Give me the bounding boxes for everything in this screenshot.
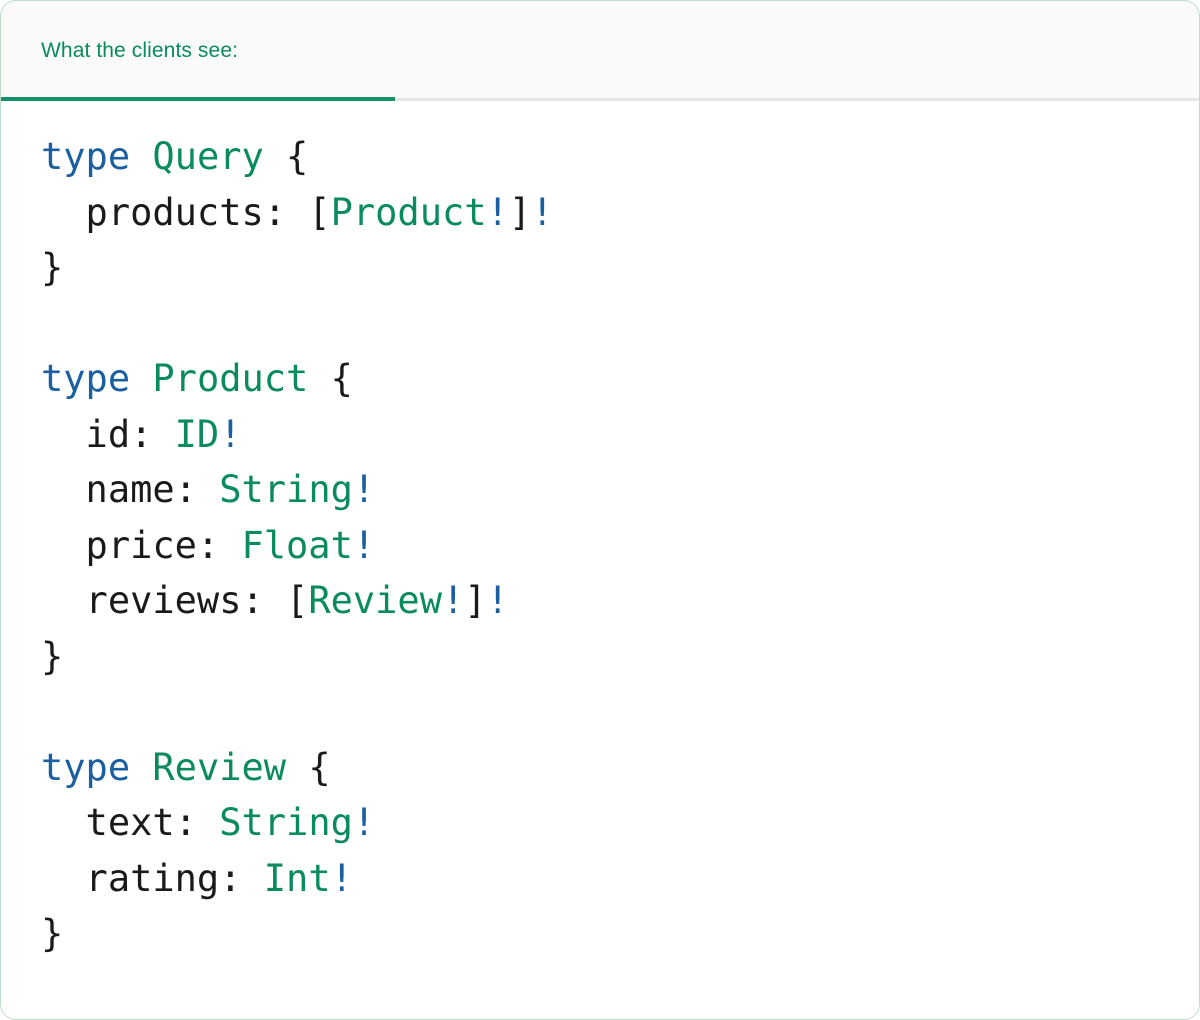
code-line: products: [Product!]! bbox=[41, 185, 1199, 241]
code-line: } bbox=[41, 629, 1199, 685]
code-line: reviews: [Review!]! bbox=[41, 573, 1199, 629]
code-token-type: String bbox=[219, 468, 353, 511]
code-token-punct: ] bbox=[464, 579, 487, 622]
code-token-bang: ! bbox=[486, 579, 509, 622]
code-line bbox=[41, 296, 1199, 352]
code-token-punct bbox=[130, 357, 152, 400]
code-line: price: Float! bbox=[41, 518, 1199, 574]
code-token-punct: } bbox=[41, 246, 64, 289]
code-token-bang: ! bbox=[441, 579, 465, 622]
code-token-bang: ! bbox=[486, 190, 509, 234]
tab-what-the-clients-see[interactable]: What the clients see: bbox=[1, 1, 395, 101]
code-token-punct: reviews: [ bbox=[41, 579, 309, 622]
tab-label: What the clients see: bbox=[41, 39, 239, 62]
code-line: rating: Int! bbox=[41, 851, 1199, 907]
code-token-bang: ! bbox=[531, 190, 554, 234]
code-line: name: String! bbox=[41, 462, 1199, 518]
code-line: type Review { bbox=[41, 740, 1199, 796]
code-token-type: Int bbox=[263, 856, 331, 900]
code-line: id: ID! bbox=[41, 407, 1199, 463]
code-token-punct: id: bbox=[41, 412, 175, 456]
code-token-type: Float bbox=[241, 523, 353, 567]
code-line bbox=[41, 684, 1199, 740]
code-token-punct: price: bbox=[41, 523, 242, 567]
code-token-type: Review bbox=[152, 745, 287, 789]
code-token-punct: ] bbox=[508, 190, 532, 234]
code-line: } bbox=[41, 906, 1199, 962]
code-token-kw: type bbox=[41, 135, 131, 178]
graphql-schema-code[interactable]: type Query { products: [Product!]!} type… bbox=[41, 129, 1199, 962]
code-token-kw: type bbox=[41, 357, 131, 400]
code-token-punct: } bbox=[41, 912, 64, 955]
code-token-bang: ! bbox=[352, 468, 376, 511]
code-token-type: Product bbox=[152, 357, 309, 400]
code-token-punct: products: [ bbox=[41, 190, 331, 234]
code-token-punct: name: bbox=[41, 468, 220, 511]
code-token-punct: } bbox=[41, 634, 64, 678]
code-line: text: String! bbox=[41, 795, 1199, 851]
code-token-bang: ! bbox=[219, 412, 242, 456]
code-token-punct bbox=[130, 135, 152, 178]
code-token-type: String bbox=[219, 801, 353, 844]
code-token-bang: ! bbox=[352, 523, 376, 567]
code-token-punct: { bbox=[263, 135, 309, 178]
code-line: type Query { bbox=[41, 129, 1199, 185]
code-token-punct: { bbox=[308, 357, 353, 400]
code-token-bang: ! bbox=[330, 856, 353, 900]
tab-bar: What the clients see: bbox=[1, 1, 1199, 101]
code-token-kw: type bbox=[41, 745, 131, 789]
code-token-punct: text: bbox=[41, 801, 220, 844]
code-token-type: ID bbox=[174, 412, 220, 456]
code-token-type: Review bbox=[308, 579, 442, 622]
code-area: type Query { products: [Product!]!} type… bbox=[1, 101, 1199, 1019]
code-token-bang: ! bbox=[352, 801, 376, 844]
code-token-punct: rating: bbox=[41, 856, 264, 900]
code-token-type: Product bbox=[330, 190, 487, 234]
code-line: type Product { bbox=[41, 351, 1199, 407]
code-token-type: Query bbox=[152, 135, 264, 178]
code-token-punct bbox=[130, 746, 152, 789]
code-line: } bbox=[41, 240, 1199, 296]
code-token-punct: { bbox=[286, 745, 331, 789]
